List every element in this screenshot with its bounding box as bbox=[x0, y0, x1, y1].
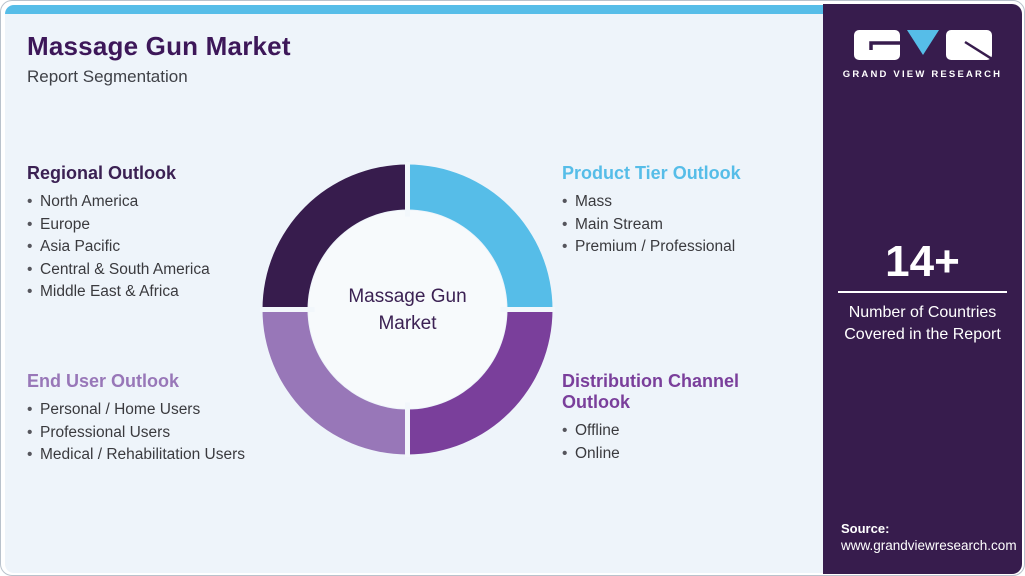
list-item-label: Europe bbox=[40, 215, 90, 233]
list-item: • Medical / Rehabilitation Users bbox=[27, 444, 327, 467]
bullet-icon: • bbox=[562, 444, 568, 462]
list-item: • Personal / Home Users bbox=[27, 399, 327, 422]
brand-name: GRAND VIEW RESEARCH bbox=[842, 69, 1003, 80]
section-title-distribution: Distribution Channel Outlook bbox=[562, 371, 739, 412]
page-subtitle: Report Segmentation bbox=[27, 67, 188, 86]
list-item: • Middle East & Africa bbox=[27, 281, 282, 304]
section-title-end-user: End User Outlook bbox=[27, 371, 180, 391]
section-regional-outlook: Regional Outlook • North America • Europe • A… bbox=[27, 163, 282, 304]
list-item: • Mass bbox=[562, 191, 822, 214]
section-title-product-tier: Product Tier Outlook bbox=[562, 163, 741, 183]
bullet-icon: • bbox=[27, 446, 33, 463]
list-item-label: Central & South America bbox=[40, 260, 210, 278]
section-list-product-tier: • Mass • Main Stream • Premium / Professional bbox=[562, 191, 822, 259]
bullet-icon: • bbox=[562, 193, 568, 210]
bullet-icon: • bbox=[27, 283, 33, 300]
bullet-icon: • bbox=[562, 238, 568, 255]
countries-stat: 14+ Number of Countries Covered in the R… bbox=[823, 239, 1022, 346]
donut-center-line1: Massage Gun bbox=[348, 285, 467, 307]
list-item: • Online bbox=[562, 443, 787, 466]
gvr-logo-icon bbox=[853, 30, 992, 60]
list-item: • Central & South America bbox=[27, 259, 282, 282]
list-item: • Asia Pacific bbox=[27, 236, 282, 259]
bullet-icon: • bbox=[27, 401, 33, 418]
list-item: • North America bbox=[27, 191, 282, 214]
bullet-icon: • bbox=[27, 423, 33, 441]
logo-g-icon bbox=[853, 30, 900, 60]
donut-chart: Massage Gun Market bbox=[257, 159, 558, 460]
list-item-label: North America bbox=[40, 193, 139, 210]
stat-label: Number of Countries Covered in the Repor… bbox=[844, 304, 1001, 343]
bullet-icon: • bbox=[562, 422, 568, 439]
donut-segment-regional bbox=[262, 164, 408, 310]
donut-svg bbox=[257, 159, 558, 460]
section-title-regional: Regional Outlook bbox=[27, 163, 177, 183]
donut-center-label: Massage Gun Market bbox=[260, 162, 555, 457]
header: Massage Gun Market Report Segmentation bbox=[27, 31, 291, 87]
list-item: • Main Stream bbox=[562, 214, 822, 237]
list-item: • Professional Users bbox=[27, 422, 327, 445]
bullet-icon: • bbox=[562, 215, 568, 233]
section-list-regional: • North America • Europe • Asia Pacific • Centr… bbox=[27, 191, 282, 304]
section-list-distribution: • Offline • Online bbox=[562, 420, 787, 465]
section-end-user-outlook: End User Outlook •Personal / Home Users•… bbox=[27, 371, 327, 467]
donut-segment-distribution-channel bbox=[407, 309, 553, 455]
list-item-label: Professional Users bbox=[40, 423, 171, 441]
source-url: www.grandviewresearch.com bbox=[841, 538, 1017, 553]
donut-center-line2: Market bbox=[378, 312, 437, 334]
list-item-label: Main Stream bbox=[575, 215, 663, 233]
bullet-icon: • bbox=[27, 215, 33, 233]
list-item: • Premium / Professional bbox=[562, 236, 822, 259]
list-item-label: Mass bbox=[575, 193, 613, 210]
list-item-label: Asia Pacific bbox=[40, 238, 121, 255]
stat-value: 14+ bbox=[838, 239, 1007, 293]
brand-logo: GRAND VIEW RESEARCH bbox=[823, 30, 1022, 80]
list-item: • Europe bbox=[27, 214, 282, 237]
list-item-label: Medical / Rehabilitation Users bbox=[40, 446, 246, 463]
main-area: Massage Gun Market Report Segmentation R… bbox=[5, 5, 823, 573]
source-block: Source: www.grandviewresearch.com bbox=[841, 520, 1017, 554]
page-title: Massage Gun Market bbox=[27, 31, 291, 61]
section-list-end-user: • Personal / Home Users • Professional User… bbox=[27, 399, 327, 467]
list-item-label: Personal / Home Users bbox=[40, 401, 201, 418]
top-accent-bar bbox=[5, 5, 823, 14]
list-item-label: Premium / Professional bbox=[575, 238, 736, 255]
logo-r-icon bbox=[945, 30, 992, 60]
section-product-tier-outlook: Product Tier Outlook • Mass • Main Stream • P… bbox=[562, 163, 822, 259]
bullet-icon: • bbox=[27, 193, 33, 210]
donut-segment-end-user bbox=[262, 309, 408, 455]
donut-segment-product-tier bbox=[407, 164, 553, 310]
logo-v-icon bbox=[906, 30, 939, 55]
bullet-icon: • bbox=[27, 260, 33, 278]
list-item-label: Offline bbox=[575, 422, 620, 439]
list-item-label: Middle East & Africa bbox=[40, 283, 179, 300]
list-item-label: Online bbox=[575, 444, 620, 462]
donut-hole bbox=[308, 210, 507, 409]
section-distribution-outlook: Distribution Channel Outlook • Offline • On… bbox=[562, 371, 787, 465]
source-label: Source: bbox=[841, 521, 890, 536]
bullet-icon: • bbox=[27, 238, 33, 255]
sidebar: GRAND VIEW RESEARCH 14+ Number of Countr… bbox=[823, 4, 1022, 574]
list-item: • Offline bbox=[562, 420, 787, 443]
